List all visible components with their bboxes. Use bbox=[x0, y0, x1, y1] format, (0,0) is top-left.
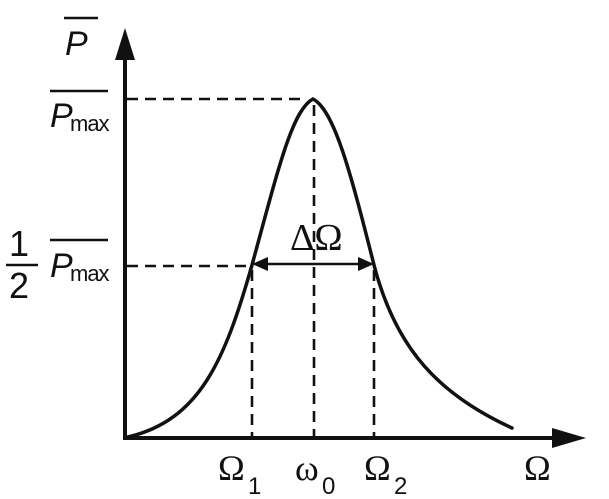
y-axis-label-group: P bbox=[64, 16, 98, 63]
bandwidth-arrowhead-left bbox=[252, 257, 268, 271]
tick-omega0-main: ω bbox=[295, 448, 319, 488]
y-axis-label: P bbox=[65, 25, 88, 63]
half-label-fraction-denominator: 2 bbox=[9, 265, 29, 306]
tick-omega1-sub: 1 bbox=[248, 473, 261, 499]
bandwidth-label: ΔΩ bbox=[290, 217, 343, 259]
tick-omega0-sub: 0 bbox=[322, 473, 335, 499]
x-axis-arrowhead bbox=[552, 428, 586, 448]
bandwidth-arrowhead-right bbox=[358, 257, 374, 271]
half-label-fraction-numerator: 1 bbox=[9, 223, 29, 264]
resonance-curve bbox=[126, 97, 514, 439]
x-tick-labels: Ω 1 ω 0 Ω 2 bbox=[218, 448, 407, 499]
half-power-label-group: 1 2 P max bbox=[6, 223, 111, 306]
bandwidth-arrow bbox=[252, 257, 374, 271]
axes bbox=[115, 28, 586, 448]
tick-omega1-main: Ω bbox=[218, 448, 245, 488]
peak-label-group: P max bbox=[50, 89, 111, 136]
x-axis-label: Ω bbox=[524, 448, 551, 488]
tick-omega2-sub: 2 bbox=[394, 473, 407, 499]
tick-omega2-main: Ω bbox=[364, 448, 391, 488]
half-label-sub: max bbox=[70, 261, 110, 286]
peak-label-main: P bbox=[50, 97, 73, 135]
guide-lines bbox=[127, 97, 376, 436]
y-axis-arrowhead bbox=[115, 28, 135, 60]
peak-label-sub: max bbox=[70, 111, 110, 136]
half-label-main: P bbox=[50, 247, 73, 285]
